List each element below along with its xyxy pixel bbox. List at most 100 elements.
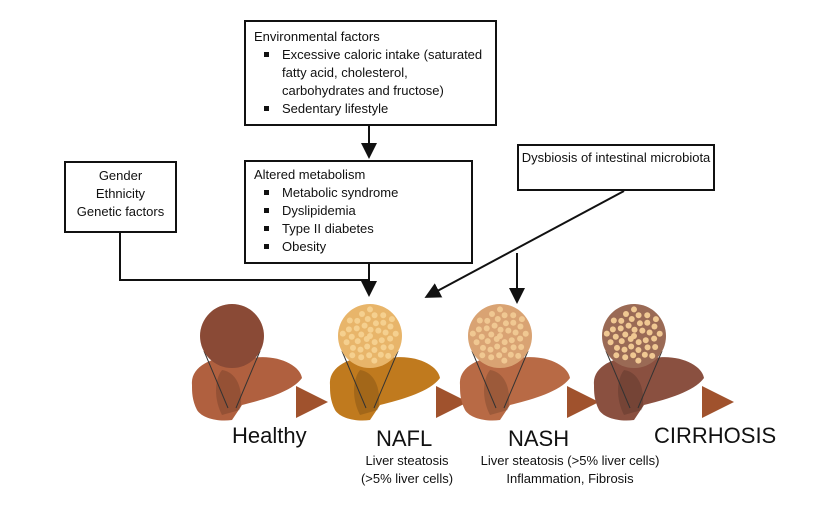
fat-droplet [349, 344, 356, 351]
stage-label-healthy: Healthy [232, 423, 307, 448]
fat-droplet [609, 326, 616, 333]
fat-droplet [387, 323, 394, 330]
fat-droplet [622, 331, 629, 338]
fat-droplet [622, 354, 629, 361]
fat-droplet [501, 312, 508, 319]
fat-droplet [484, 317, 491, 324]
fat-droplet [375, 327, 382, 334]
fat-droplet [377, 351, 384, 358]
metabolism-item: Obesity [254, 238, 463, 256]
altered-metabolism-title: Altered metabolism [254, 167, 366, 182]
fat-droplet [380, 344, 387, 351]
fat-droplet [353, 325, 360, 332]
arrow-dysbiosis-to-nafl [424, 190, 625, 298]
fat-droplet [497, 326, 504, 333]
fat-droplet [625, 322, 632, 329]
fat-droplet [644, 312, 651, 319]
fat-droplet [348, 333, 355, 340]
fat-droplet [371, 357, 378, 364]
magnifier-line-nafl [373, 350, 399, 409]
liver-lobe-nash [484, 370, 510, 415]
fat-droplet [635, 339, 642, 346]
nash-desc-line: Inflammation, Fibrosis [506, 471, 634, 486]
fat-droplet [507, 351, 514, 358]
fat-droplet [491, 322, 498, 329]
fat-droplet [364, 316, 371, 323]
fat-droplet [515, 352, 522, 359]
liver-lobe-nafl [354, 370, 380, 415]
fat-droplet [387, 335, 394, 342]
nafl-description: Liver steatosis (>5% liver cells) [352, 452, 462, 488]
metabolism-item: Dyslipidemia [254, 202, 463, 220]
liver-lobe-cirrhosis [618, 370, 644, 415]
fat-droplet [618, 317, 625, 324]
environmental-factor-item: Excessive caloric intake (saturated fatt… [254, 46, 487, 100]
fat-droplet [497, 306, 503, 313]
fat-droplet [473, 339, 480, 346]
stage-label-nash: NASH [508, 426, 570, 451]
environmental-factors-title: Environmental factors [254, 29, 380, 44]
fat-droplet [501, 357, 508, 364]
fat-droplet [612, 333, 619, 340]
fat-droplet [493, 335, 500, 342]
fat-droplet [392, 330, 399, 337]
dysbiosis-box: Dysbiosis of intestinal microbiota [517, 144, 715, 191]
liver-cirrhosis [593, 356, 704, 421]
fat-droplet [613, 344, 620, 351]
fat-droplet [494, 343, 501, 350]
fat-droplet [641, 351, 648, 358]
fat-droplet [639, 327, 646, 334]
fat-droplet [618, 338, 625, 345]
stage-label-cirrhosis: CIRRHOSIS [654, 423, 777, 448]
fat-droplet [631, 306, 637, 313]
fat-droplet [388, 344, 395, 351]
fat-droplet [651, 335, 658, 342]
dysbiosis-text: Dysbiosis of intestinal microbiota [521, 150, 711, 165]
fat-droplet [517, 323, 524, 330]
nash-desc-line: Liver steatosis (>5% liver cells) [480, 453, 660, 468]
fat-droplet [345, 326, 352, 333]
fat-droplet [354, 317, 361, 324]
fat-droplet [388, 316, 395, 323]
fat-droplet [357, 346, 364, 353]
fat-droplet [628, 316, 635, 323]
fat-droplet [635, 347, 642, 354]
fat-droplet [510, 319, 517, 326]
altered-metabolism-box: Altered metabolism Metabolic syndrome Dy… [244, 160, 473, 264]
fat-droplet [343, 339, 350, 346]
fat-droplet [339, 330, 346, 337]
fat-droplet [508, 337, 515, 344]
fat-droplet [484, 338, 491, 345]
fat-droplet [501, 347, 508, 354]
fat-droplet [469, 330, 476, 337]
fat-droplet [635, 357, 642, 364]
fat-droplet [642, 337, 649, 344]
magnifier-line-healthy [235, 350, 261, 409]
fat-droplet [651, 323, 658, 330]
nafl-desc-line: (>5% liver cells) [360, 471, 454, 486]
fat-droplet [644, 319, 651, 326]
fat-droplet [512, 329, 519, 336]
fat-droplet [488, 331, 495, 338]
fat-droplet [652, 344, 659, 351]
liver-nash [459, 356, 570, 421]
magnifier-line-cirrhosis [637, 350, 663, 409]
fat-droplet [517, 335, 524, 342]
liver-lobe-healthy [216, 370, 242, 415]
fat-droplet [644, 344, 651, 351]
fat-droplet [518, 344, 525, 351]
fat-droplet [610, 317, 617, 324]
fat-droplet [483, 325, 490, 332]
fat-droplet [646, 329, 653, 336]
fat-droplet [505, 327, 512, 334]
fat-droplet [358, 310, 365, 317]
fat-droplet [501, 339, 508, 346]
fat-droplet [364, 343, 371, 350]
magnifier-line-nafl [341, 350, 367, 409]
fat-droplet [367, 326, 374, 333]
nafl-desc-line: Liver steatosis [365, 453, 449, 468]
fat-droplet [628, 343, 635, 350]
fat-droplet [488, 354, 495, 361]
fat-droplet [630, 352, 637, 359]
